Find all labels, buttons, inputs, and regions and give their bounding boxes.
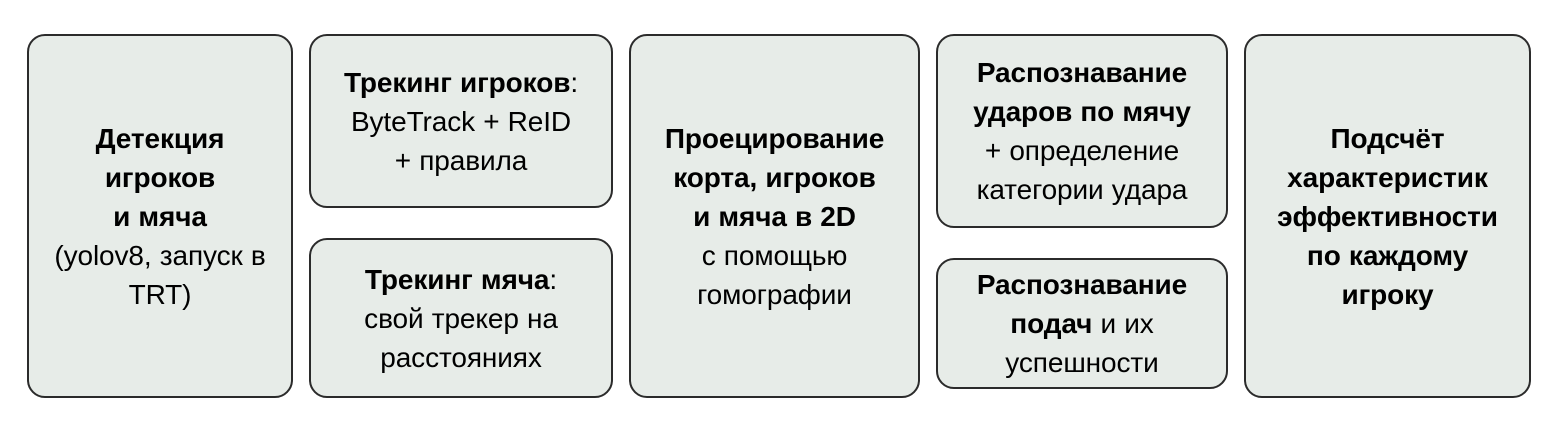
pipeline-column-statistics: Подсчёт характеристик эффективности по к…	[1244, 34, 1531, 398]
stage-box-shot-recognition[interactable]: Распознавание ударов по мячу + определен…	[936, 34, 1228, 228]
shot-recognition-line-4: категории удара	[976, 174, 1188, 205]
projection-line-2: корта, игроков	[673, 161, 876, 193]
player-tracking-line-1-colon: :	[570, 66, 579, 98]
stage-box-ball-tracking[interactable]: Трекинг мяча: свой трекер на расстояниях	[309, 238, 613, 398]
projection-text: Проецирование корта, игроков и мяча в 2D…	[665, 119, 884, 314]
ball-tracking-line-1-colon: :	[549, 263, 558, 295]
shot-recognition-line-3: + определение	[984, 135, 1180, 166]
player-tracking-line-2: ByteTrack + ReID	[350, 105, 572, 137]
projection-line-1: Проецирование	[664, 122, 885, 154]
ball-tracking-text: Трекинг мяча: свой трекер на расстояниях	[364, 260, 558, 377]
pipeline-column-projection: Проецирование корта, игроков и мяча в 2D…	[629, 34, 920, 398]
detection-line-1: Детекция	[95, 122, 225, 154]
projection-line-4: с помощью	[701, 239, 848, 271]
detection-line-2: игроков	[104, 161, 216, 193]
detection-line-3: и мяча	[113, 200, 207, 232]
statistics-line-2: характеристик	[1287, 161, 1488, 193]
pipeline-column-detection: Детекция игроков и мяча (yolov8, запуск …	[27, 34, 293, 398]
statistics-text: Подсчёт характеристик эффективности по к…	[1277, 119, 1498, 314]
shot-recognition-line-1: Распознавание	[976, 57, 1188, 88]
detection-line-5: TRT)	[128, 278, 192, 310]
shot-recognition-text: Распознавание ударов по мячу + определен…	[973, 53, 1191, 209]
ball-tracking-line-3: расстояниях	[380, 341, 542, 373]
stage-box-detection[interactable]: Детекция игроков и мяча (yolov8, запуск …	[27, 34, 293, 398]
serve-recognition-line-2-plain: и их	[1092, 308, 1154, 339]
stage-box-serve-recognition[interactable]: Распознавание подач и их успешности	[936, 258, 1228, 389]
detection-text: Детекция игроков и мяча (yolov8, запуск …	[54, 119, 265, 314]
serve-recognition-line-1: Распознавание	[976, 269, 1188, 300]
pipeline-container: Детекция игроков и мяча (yolov8, запуск …	[27, 34, 1535, 398]
pipeline-column-tracking: Трекинг игроков: ByteTrack + ReID + прав…	[309, 34, 613, 398]
serve-recognition-line-2-bold: подач	[1010, 308, 1093, 339]
shot-recognition-line-2: ударов по мячу	[973, 96, 1191, 127]
pipeline-column-recognition: Распознавание ударов по мячу + определен…	[936, 34, 1228, 398]
stage-box-statistics[interactable]: Подсчёт характеристик эффективности по к…	[1244, 34, 1531, 398]
ball-tracking-line-2: свой трекер на	[364, 302, 558, 334]
serve-recognition-line-3: успешности	[1005, 347, 1159, 378]
detection-line-4: (yolov8, запуск в	[54, 239, 266, 271]
player-tracking-text: Трекинг игроков: ByteTrack + ReID + прав…	[344, 63, 578, 180]
ball-tracking-line-1: Трекинг мяча	[364, 263, 550, 295]
statistics-line-4: по каждому	[1306, 239, 1469, 271]
statistics-line-5: игроку	[1341, 278, 1434, 310]
stage-box-projection[interactable]: Проецирование корта, игроков и мяча в 2D…	[629, 34, 920, 398]
player-tracking-line-3: + правила	[394, 144, 528, 176]
statistics-line-3: эффективности	[1277, 200, 1498, 232]
player-tracking-line-1: Трекинг игроков	[343, 66, 571, 98]
projection-line-5: гомографии	[697, 278, 852, 310]
statistics-line-1: Подсчёт	[1330, 122, 1445, 154]
projection-line-3: и мяча в 2D	[693, 200, 856, 232]
serve-recognition-text: Распознавание подач и их успешности	[977, 265, 1187, 382]
stage-box-player-tracking[interactable]: Трекинг игроков: ByteTrack + ReID + прав…	[309, 34, 613, 208]
